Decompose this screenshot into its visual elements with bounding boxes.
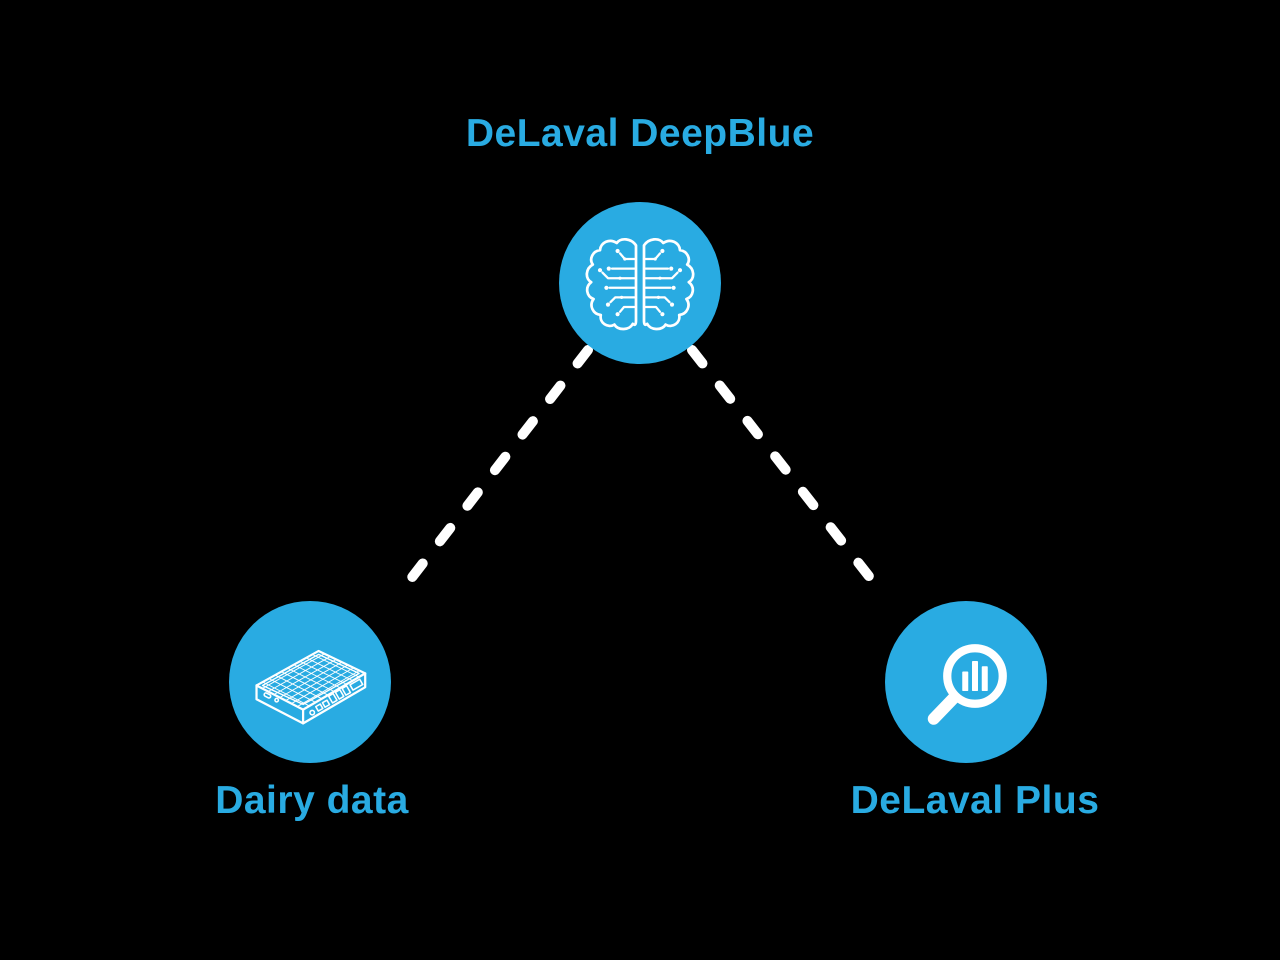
connector-top-right: [687, 345, 891, 603]
brain-circuit-icon: [585, 237, 695, 331]
node-label-deepblue: DeLaval DeepBlue: [465, 112, 815, 155]
magnifier-bar-chart-icon: [927, 644, 1007, 725]
bar-chart-bars: [962, 661, 988, 691]
node-delaval-plus: [885, 601, 1047, 763]
device-box-icon: [255, 649, 367, 725]
node-label-dairy-data: Dairy data: [215, 779, 409, 822]
connector-top-left: [391, 345, 593, 603]
node-dairy-data: [229, 601, 391, 763]
node-deepblue: [559, 202, 721, 364]
node-label-delaval-plus: DeLaval Plus: [850, 779, 1100, 822]
